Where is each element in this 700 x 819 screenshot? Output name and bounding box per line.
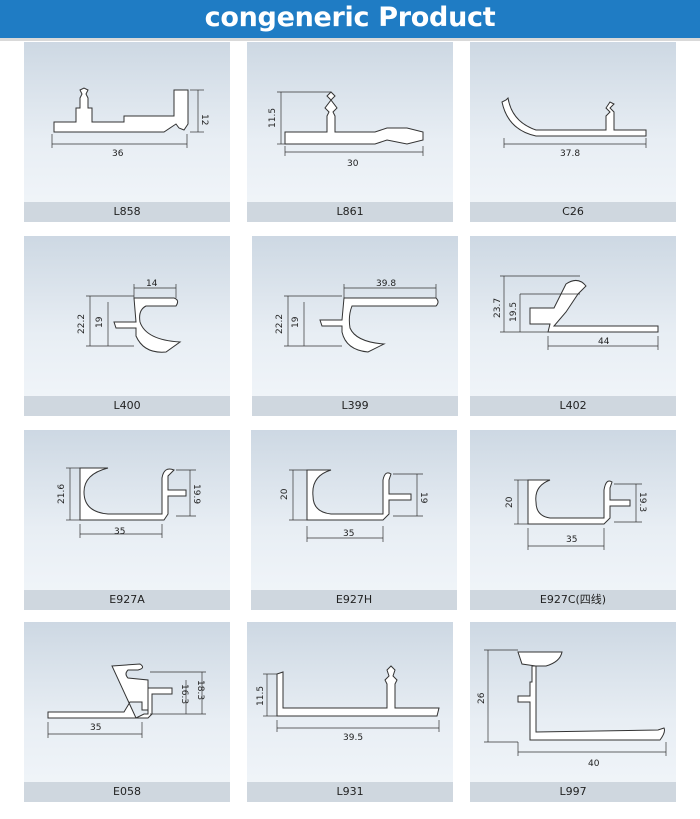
product-card-c26: 37.8 C26 (470, 42, 676, 222)
dim-label: 26 (477, 692, 487, 704)
dim-label: 21.6 (57, 484, 67, 504)
product-code: L402 (470, 396, 676, 416)
product-card-l400: 14 22.2 19 L400 (24, 236, 230, 416)
dim-label: 44 (598, 337, 610, 347)
dim-label: 19 (95, 316, 105, 328)
dim-label: 20 (505, 496, 515, 508)
dim-label: 22.2 (275, 314, 285, 334)
product-card-l399: 39.8 22.2 19 L399 (252, 236, 458, 416)
product-code: L861 (247, 202, 453, 222)
profile-drawing-e927a: 21.6 19.9 35 (57, 467, 201, 538)
dim-label: 20 (280, 488, 290, 500)
product-card-e927h: 20 19 35 E927H (251, 430, 457, 610)
dim-label: 16.3 (179, 684, 189, 704)
profile-drawing-e927c: 20 19.3 35 (505, 479, 647, 550)
dim-label: 19.3 (637, 492, 647, 512)
dim-label: 35 (343, 529, 354, 539)
dim-label: 19.5 (509, 302, 519, 322)
dim-label: 11.5 (268, 108, 278, 128)
dim-label: 22.2 (77, 314, 87, 334)
profile-drawing-l402: 23.7 19.5 44 (493, 275, 659, 350)
dim-label: 39.5 (343, 733, 363, 743)
product-code: L400 (24, 396, 230, 416)
dim-label: 11.5 (256, 686, 266, 706)
page-title: congeneric Product (204, 2, 496, 33)
profile-drawing-l400: 14 22.2 19 (77, 279, 182, 353)
header-banner: congeneric Product (0, 0, 700, 41)
product-card-l402: 23.7 19.5 44 L402 (470, 236, 676, 416)
product-card-e927c: 20 19.3 35 E927C(四线) (470, 430, 676, 610)
profile-drawing-l931: 11.5 39.5 (256, 665, 440, 743)
profile-drawing-e058: 16.3 18.3 35 (47, 663, 206, 738)
product-code: L931 (247, 782, 453, 802)
dim-label: 14 (146, 279, 158, 289)
product-card-l997: 26 40 L997 (470, 622, 676, 802)
product-card-e927a: 21.6 19.9 35 E927A (24, 430, 230, 610)
profile-drawing-e927h: 20 19 35 (280, 469, 428, 542)
dim-label: 19 (418, 492, 428, 504)
product-code: L997 (470, 782, 676, 802)
profile-drawing-l399: 39.8 22.2 19 (275, 279, 439, 353)
dim-label: 30 (347, 159, 359, 169)
dim-label: 23.7 (493, 298, 503, 318)
product-code: E927A (24, 590, 230, 610)
dim-label: 19.9 (191, 484, 201, 504)
profile-drawing-l861: 11.5 30 (268, 91, 424, 169)
dim-label: 40 (588, 759, 600, 769)
dim-label: 39.8 (376, 279, 396, 289)
product-card-l861: 11.5 30 L861 (247, 42, 453, 222)
product-code: L858 (24, 202, 230, 222)
dim-label: 37.8 (560, 149, 580, 159)
product-code: L399 (252, 396, 458, 416)
dim-label: 35 (90, 723, 101, 733)
dim-label: 18.3 (195, 680, 205, 700)
profile-drawing-l997: 26 40 (477, 649, 667, 769)
dim-label: 35 (566, 535, 577, 545)
product-card-e058: 16.3 18.3 35 E058 (24, 622, 230, 802)
dim-label: 35 (114, 527, 125, 537)
profile-drawing-c26: 37.8 (501, 96, 647, 159)
profile-drawing-l858: 12 36 (51, 87, 209, 159)
product-code: E927H (251, 590, 457, 610)
product-code: E058 (24, 782, 230, 802)
dim-label: 36 (112, 149, 124, 159)
product-card-l931: 11.5 39.5 L931 (247, 622, 453, 802)
product-card-l858: 12 36 L858 (24, 42, 230, 222)
product-code: E927C(四线) (470, 590, 676, 610)
dim-label: 19 (291, 316, 301, 328)
dim-label: 12 (199, 114, 209, 125)
product-code: C26 (470, 202, 676, 222)
